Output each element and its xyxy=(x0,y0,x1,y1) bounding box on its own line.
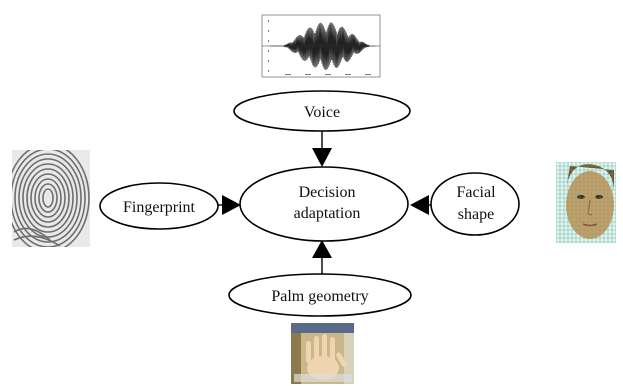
node-facial-ellipse xyxy=(430,172,520,236)
node-center-label-line1: Decision xyxy=(299,184,356,201)
node-center-label-line2: adaptation xyxy=(294,205,361,222)
arrowhead-up xyxy=(312,240,332,258)
face-render xyxy=(556,162,616,243)
waveform-trace xyxy=(270,22,376,71)
arrowhead-left xyxy=(410,195,429,215)
arrowhead-down xyxy=(312,148,332,167)
node-palm-ellipse xyxy=(228,273,412,317)
waveform-axis-ticks xyxy=(268,20,371,75)
arrowhead-right xyxy=(222,195,241,215)
face-shape-image xyxy=(556,162,616,243)
voice-waveform-image xyxy=(261,14,381,78)
node-fingerprint-label: Fingerprint xyxy=(123,199,196,216)
palm-photo xyxy=(291,323,354,384)
node-voice-label: Voice xyxy=(304,104,340,121)
fingerprint-image xyxy=(12,150,90,247)
arrow-heads xyxy=(222,148,429,258)
palm-geometry-image xyxy=(291,323,354,384)
node-center-ellipse xyxy=(239,166,409,242)
waveform-signal xyxy=(270,22,376,71)
node-facial-label-line1: Facial xyxy=(456,184,496,201)
face-mesh-grid xyxy=(556,162,616,243)
node-facial-label-line2: shape xyxy=(458,206,494,223)
node-fingerprint-ellipse xyxy=(99,182,219,230)
node-voice-ellipse xyxy=(233,90,411,132)
node-palm-label: Palm geometry xyxy=(271,288,368,305)
fingerprint-ridges xyxy=(12,150,90,247)
